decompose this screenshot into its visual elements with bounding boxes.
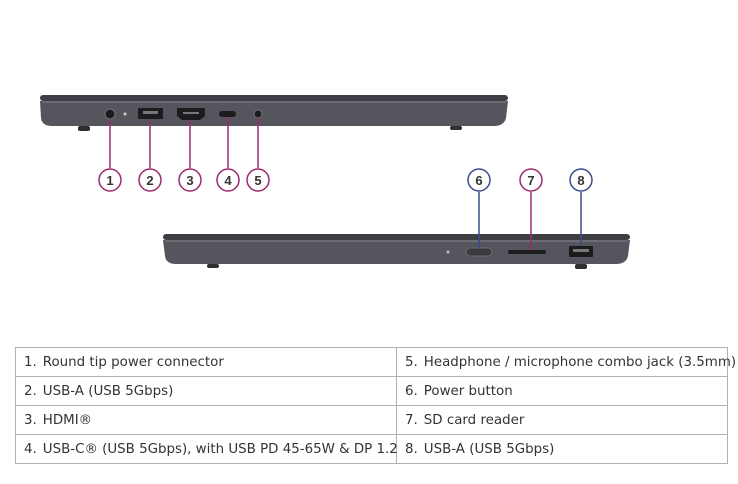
- callout-8: 8: [569, 168, 593, 192]
- table-row: 2. USB-A (USB 5Gbps) 6. Power button: [15, 376, 728, 406]
- status-led: [446, 250, 450, 254]
- rubber-foot: [450, 126, 462, 130]
- item-number: 8.: [405, 441, 418, 457]
- table-cell: 8. USB-A (USB 5Gbps): [396, 434, 728, 464]
- sd-card-slot: [508, 250, 546, 254]
- callout-7: 7: [519, 168, 543, 192]
- table-cell: 2. USB-A (USB 5Gbps): [15, 376, 397, 406]
- item-label: HDMI®: [42, 412, 93, 428]
- table-row: 3. HDMI® 7. SD card reader: [15, 405, 728, 435]
- table-row: 4. USB-C® (USB 5Gbps), with USB PD 45-65W…: [15, 434, 728, 464]
- audio-jack-port: [253, 109, 263, 119]
- table-cell: 1. Round tip power connector: [15, 347, 397, 377]
- item-number: 7.: [405, 412, 418, 428]
- callout-3: 3: [178, 168, 202, 192]
- rubber-foot: [575, 264, 587, 269]
- power-button: [465, 247, 493, 257]
- callout-6-label: 6: [475, 173, 482, 188]
- callout-1: 1: [98, 168, 122, 192]
- callout-5-label: 5: [254, 173, 261, 188]
- item-label: SD card reader: [423, 412, 525, 428]
- callout-1-label: 1: [106, 173, 113, 188]
- callout-7-label: 7: [527, 173, 534, 188]
- power-connector-port: [104, 108, 116, 120]
- item-number: 2.: [24, 383, 37, 399]
- item-number: 5.: [405, 354, 418, 370]
- callout-2: 2: [138, 168, 162, 192]
- item-number: 6.: [405, 383, 418, 399]
- callout-8-label: 8: [577, 173, 584, 188]
- table-row: 1. Round tip power connector 5. Headphone …: [15, 347, 736, 377]
- item-number: 3.: [24, 412, 37, 428]
- rubber-foot: [78, 126, 90, 131]
- callout-6: 6: [467, 168, 491, 192]
- item-label: Headphone / microphone combo jack (3.5mm…: [423, 354, 737, 370]
- item-number: 4.: [24, 441, 37, 457]
- table-cell: 3. HDMI®: [15, 405, 397, 435]
- ports-table: 1. Round tip power connector 5. Headphone …: [15, 347, 736, 464]
- item-label: USB-A (USB 5Gbps): [423, 441, 555, 457]
- item-label: Round tip power connector: [42, 354, 224, 370]
- laptop-left-side-view: [40, 95, 508, 168]
- table-cell: 4. USB-C® (USB 5Gbps), with USB PD 45-65W…: [15, 434, 398, 464]
- callout-4-label: 4: [224, 173, 232, 188]
- callout-2-label: 2: [146, 173, 153, 188]
- laptop-right-side-view: [163, 192, 630, 269]
- laptop-side-views-diagram: 1 2 3 4 5 6 7 8: [40, 95, 630, 269]
- table-cell: 6. Power button: [396, 376, 728, 406]
- power-led: [123, 112, 127, 116]
- callout-5: 5: [246, 168, 270, 192]
- item-label: USB-C® (USB 5Gbps), with USB PD 45-65W &…: [42, 441, 398, 457]
- callout-3-label: 3: [186, 173, 193, 188]
- usb-c-port: [219, 111, 236, 117]
- item-number: 1.: [24, 354, 37, 370]
- item-label: Power button: [423, 383, 513, 399]
- item-label: USB-A (USB 5Gbps): [42, 383, 174, 399]
- table-cell: 7. SD card reader: [396, 405, 728, 435]
- table-cell: 5. Headphone / microphone combo jack (3.5…: [396, 347, 736, 377]
- callout-4: 4: [216, 168, 240, 192]
- rubber-foot: [207, 264, 219, 268]
